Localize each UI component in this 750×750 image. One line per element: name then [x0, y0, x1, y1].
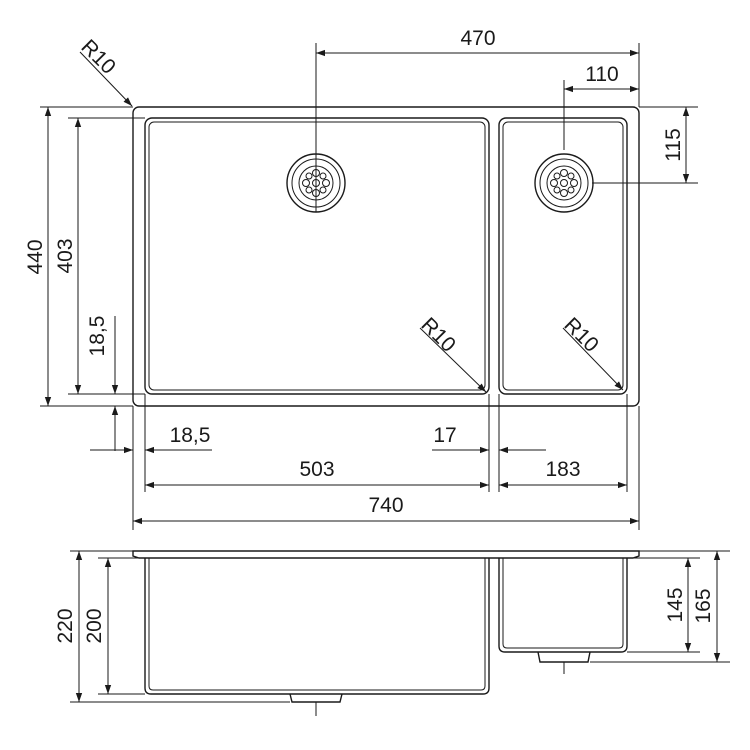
dim-403: 403 [54, 238, 77, 273]
dim-503: 503 [299, 458, 334, 481]
small-bowl-inner [502, 121, 624, 391]
dim-440: 440 [24, 239, 47, 274]
section-main-bowl [144, 558, 490, 695]
drain-strainer-icon [534, 153, 594, 213]
section-small-bowl [498, 558, 628, 653]
dim-183: 183 [545, 458, 580, 481]
dim-220: 220 [54, 608, 77, 643]
small-drain-outlet [537, 651, 591, 663]
dim-18-5-vertical: 18,5 [86, 316, 109, 357]
dim-200: 200 [83, 608, 106, 643]
dim-115: 115 [662, 128, 685, 161]
radius-label-top-left: R10 [76, 35, 120, 79]
section-rim [132, 550, 640, 559]
dim-470: 470 [460, 27, 495, 50]
small-bowl-outer [498, 117, 628, 395]
dim-110: 110 [585, 63, 618, 86]
section-view: 220 200 145 165 [54, 550, 730, 716]
main-bowl-outer [144, 117, 490, 395]
main-bowl-inner [148, 121, 486, 391]
radius-label-small-bowl: R10 [559, 313, 603, 357]
dim-740: 740 [368, 494, 403, 517]
radius-label-main-bowl: R10 [416, 313, 460, 357]
main-drain-outlet [289, 693, 343, 703]
dim-17: 17 [433, 424, 456, 447]
dim-18-5-horizontal: 18,5 [170, 424, 211, 447]
sink-outer-outline [132, 106, 640, 407]
dim-145: 145 [664, 587, 687, 622]
dim-165: 165 [692, 588, 715, 623]
top-view: R10 R10 R10 470 110 115 440 403 [24, 27, 698, 530]
